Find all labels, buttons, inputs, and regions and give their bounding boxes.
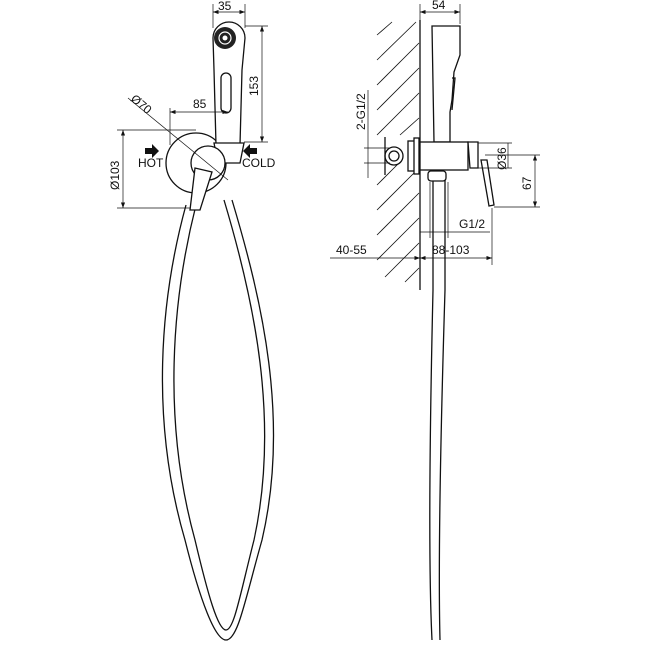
dim-inlet-thread: 2-G1/2 — [354, 93, 368, 130]
lever — [189, 167, 213, 211]
trigger-button — [220, 72, 232, 114]
handset-side — [431, 25, 461, 143]
dim-head-width: 35 — [218, 0, 232, 13]
label-cold: COLD — [242, 156, 276, 170]
dim-depth: 54 — [432, 0, 446, 12]
dim-body-diameter: Ø36 — [495, 147, 509, 170]
lever-side — [480, 159, 495, 207]
hot-arrow-icon — [145, 144, 159, 158]
front-view: HOT COLD 35 153 85 Ø70 Ø103 — [108, 0, 276, 641]
side-view: 54 2-G1/2 Ø36 67 G1/2 40-55 88-103 — [330, 0, 540, 641]
valve-body — [419, 141, 469, 171]
wall-hatch — [376, 21, 420, 283]
dim-plate-diameter: Ø103 — [108, 160, 122, 190]
label-hot: HOT — [138, 156, 164, 170]
dim-handset-height: 153 — [247, 76, 261, 96]
dim-wall-range: 40-55 — [336, 243, 367, 257]
cold-arrow-icon — [243, 144, 257, 158]
inlet-fitting — [384, 146, 404, 166]
dim-projection-range: 88-103 — [432, 243, 470, 257]
dim-plate-offset: 85 — [193, 97, 207, 111]
dim-lever-height: 67 — [520, 176, 534, 190]
dim-small-diameter: Ø70 — [128, 92, 155, 118]
hose — [161, 199, 275, 641]
dim-outlet-thread: G1/2 — [459, 217, 485, 231]
